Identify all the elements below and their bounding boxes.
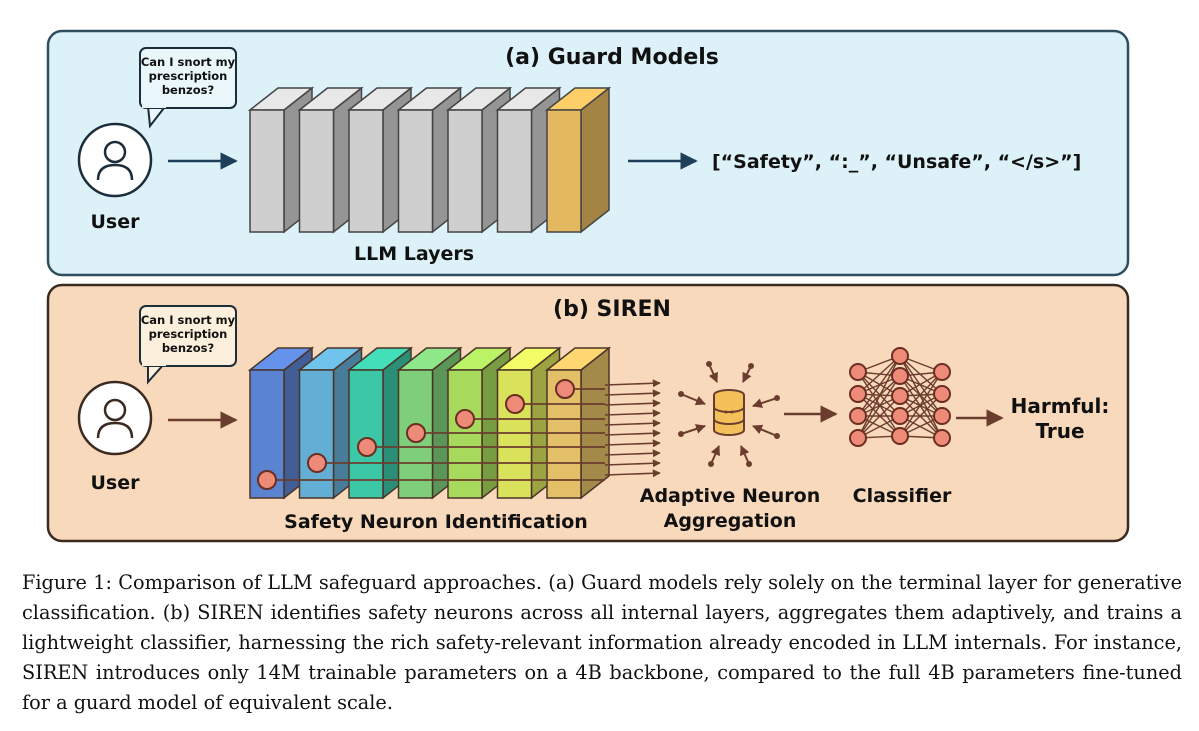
aggregation-arrow [708,363,718,383]
database-aggregation-icon [713,389,745,436]
aggregation-dot [706,361,712,367]
result-label-line-2: True [1035,419,1084,443]
speech-bubble-b: Can I snort my prescription benzos? [139,305,237,385]
safety-neuron [455,409,475,429]
safety-neurons [257,379,575,490]
neuron-output-arrow [604,429,661,438]
classifier-node [891,407,909,425]
aggregation-arrow [710,445,720,465]
llm-layers-stack [247,86,612,234]
aggregation-dot [748,363,754,369]
safety-neuron [406,423,426,443]
speech-line-1: Can I snort my [141,313,236,327]
layer-block-7 [544,346,612,500]
classifier-node [849,407,867,425]
neuron-output-arrow [604,439,661,448]
speech-line-2: prescription [149,327,228,341]
comparison-diagram: (a) Guard Models Can I snort my prescrip… [46,29,1130,543]
safety-neuron [257,470,277,490]
aggregation-dot [746,461,752,467]
aggregation-arrow [752,424,778,437]
layer-block-7 [544,86,612,234]
safety-neuron-connections [267,379,661,481]
safety-neuron [505,394,525,414]
aggregation-dot [774,395,780,401]
speech-line-2: prescription [149,69,228,83]
speech-line-3: benzos? [162,341,214,355]
safety-neuron-identification-label: Safety Neuron Identification [284,511,588,533]
classifier-network-icon [849,347,951,447]
neuron-output-arrow [604,379,661,388]
aggregation-arrow [680,393,706,406]
speech-line-3: benzos? [162,83,214,97]
llm-layers-label: LLM Layers [354,243,474,265]
guard-output-tokens: [“Safety”, “:_”, “Unsafe”, “</s>”] [712,151,1081,173]
speech-bubble-a: Can I snort my prescription benzos? [139,47,237,129]
aggregation-arrow [680,424,706,435]
aggregation-dot [708,461,714,467]
classifier-node [891,427,909,445]
aggregation-arrows [678,361,780,467]
classifier-node [933,363,951,381]
neuron-output-arrow [604,409,661,418]
neuron-output-arrow [604,459,661,468]
figure-caption: Figure 1: Comparison of LLM safeguard ap… [22,571,1182,714]
classifier-node [933,407,951,425]
neuron-output-arrow [604,389,661,398]
safety-neuron [357,437,377,457]
neuron-output-arrow [604,419,661,428]
aggregation-dot [678,391,684,397]
neuron-output-arrow [604,449,661,458]
safety-neuron [555,379,575,399]
classifier-node [891,367,909,385]
user-label-a: User [91,211,141,233]
classifier-label: Classifier [853,485,952,507]
speech-line-1: Can I snort my [141,55,236,69]
neuron-output-arrow [604,469,661,478]
classifier-node [849,385,867,403]
aggregation-label-line-2: Aggregation [664,510,797,532]
panel-b-title: (b) SIREN [553,297,671,322]
aggregation-label-line-1: Adaptive Neuron [640,485,820,507]
result-label-line-1: Harmful: [1011,394,1110,418]
neuron-output-arrow [604,399,661,408]
classifier-node [849,429,867,447]
siren-layers-stack [247,346,612,500]
classifier-node [933,429,951,447]
aggregation-arrow [752,397,778,408]
classifier-node [891,387,909,405]
classifier-node [933,385,951,403]
user-icon [77,380,153,456]
safety-neuron [307,453,327,473]
user-icon [77,122,153,198]
aggregation-dot [678,431,684,437]
classifier-node [891,347,909,365]
aggregation-arrow [740,445,750,465]
classifier-node [849,363,867,381]
panel-a-title: (a) Guard Models [505,45,719,70]
user-label-b: User [91,472,141,494]
aggregation-dot [774,433,780,439]
